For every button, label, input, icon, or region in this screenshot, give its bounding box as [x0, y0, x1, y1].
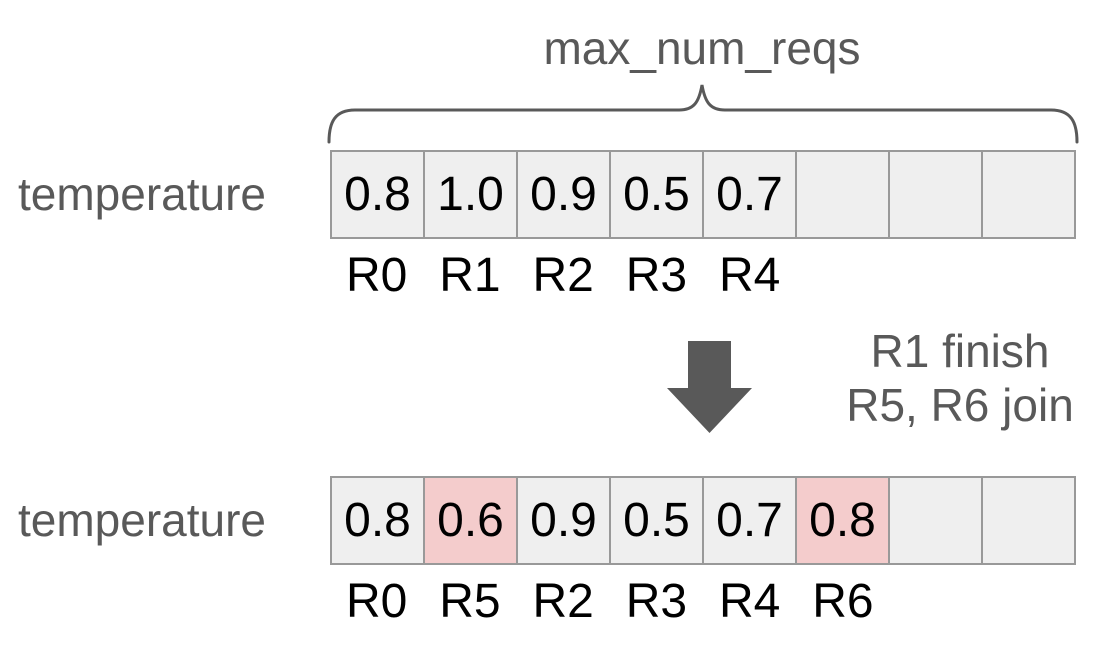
request-label: R2: [532, 249, 594, 302]
request-label: R4: [718, 575, 781, 628]
array-cell: [983, 478, 1074, 563]
arrow-caption-line2: R5, R6 join: [846, 379, 1074, 431]
array-cell: 0.8: [332, 152, 425, 237]
array-cell: 0.9: [518, 478, 611, 563]
request-label: R3: [625, 575, 688, 628]
request-label: R5: [439, 575, 501, 628]
array-cell: [890, 478, 983, 563]
request-labels-after: R0 R5 R2 R3 R4 R6: [330, 576, 1076, 628]
curly-brace-icon: [327, 84, 1079, 144]
request-label: [890, 250, 983, 302]
request-label: R3: [625, 249, 688, 302]
request-label: [983, 250, 1076, 302]
array-cell: 0.9: [518, 152, 611, 237]
request-label: [796, 250, 889, 302]
request-label: R6: [812, 575, 874, 628]
array-cell: 0.5: [611, 152, 704, 237]
array-cell: 0.8: [332, 478, 425, 563]
request-label: R2: [532, 575, 594, 628]
array-cell: 0.5: [611, 478, 704, 563]
array-cell-highlighted: 0.6: [425, 478, 518, 563]
request-label: R4: [718, 249, 781, 302]
arrow-caption: R1 finish R5, R6 join: [810, 324, 1110, 432]
array-cell: 0.7: [704, 152, 797, 237]
temperature-label-after: temperature: [18, 494, 267, 546]
request-label: R0: [345, 575, 408, 628]
array-cell: 0.7: [704, 478, 797, 563]
array-cell: [890, 152, 983, 237]
max-num-reqs-label: max_num_reqs: [543, 22, 861, 74]
array-cell: [797, 152, 890, 237]
array-cell: [983, 152, 1074, 237]
request-label: [890, 576, 983, 628]
request-label: R1: [439, 249, 501, 302]
request-labels-before: R0 R1 R2 R3 R4: [330, 250, 1076, 302]
down-arrow-icon: [667, 341, 752, 433]
array-cell-highlighted: 0.8: [797, 478, 890, 563]
temperature-label-before: temperature: [18, 168, 267, 220]
array-cell: 1.0: [425, 152, 518, 237]
request-label: [983, 576, 1076, 628]
arrow-caption-line1: R1 finish: [870, 325, 1050, 377]
request-label: R0: [345, 249, 408, 302]
